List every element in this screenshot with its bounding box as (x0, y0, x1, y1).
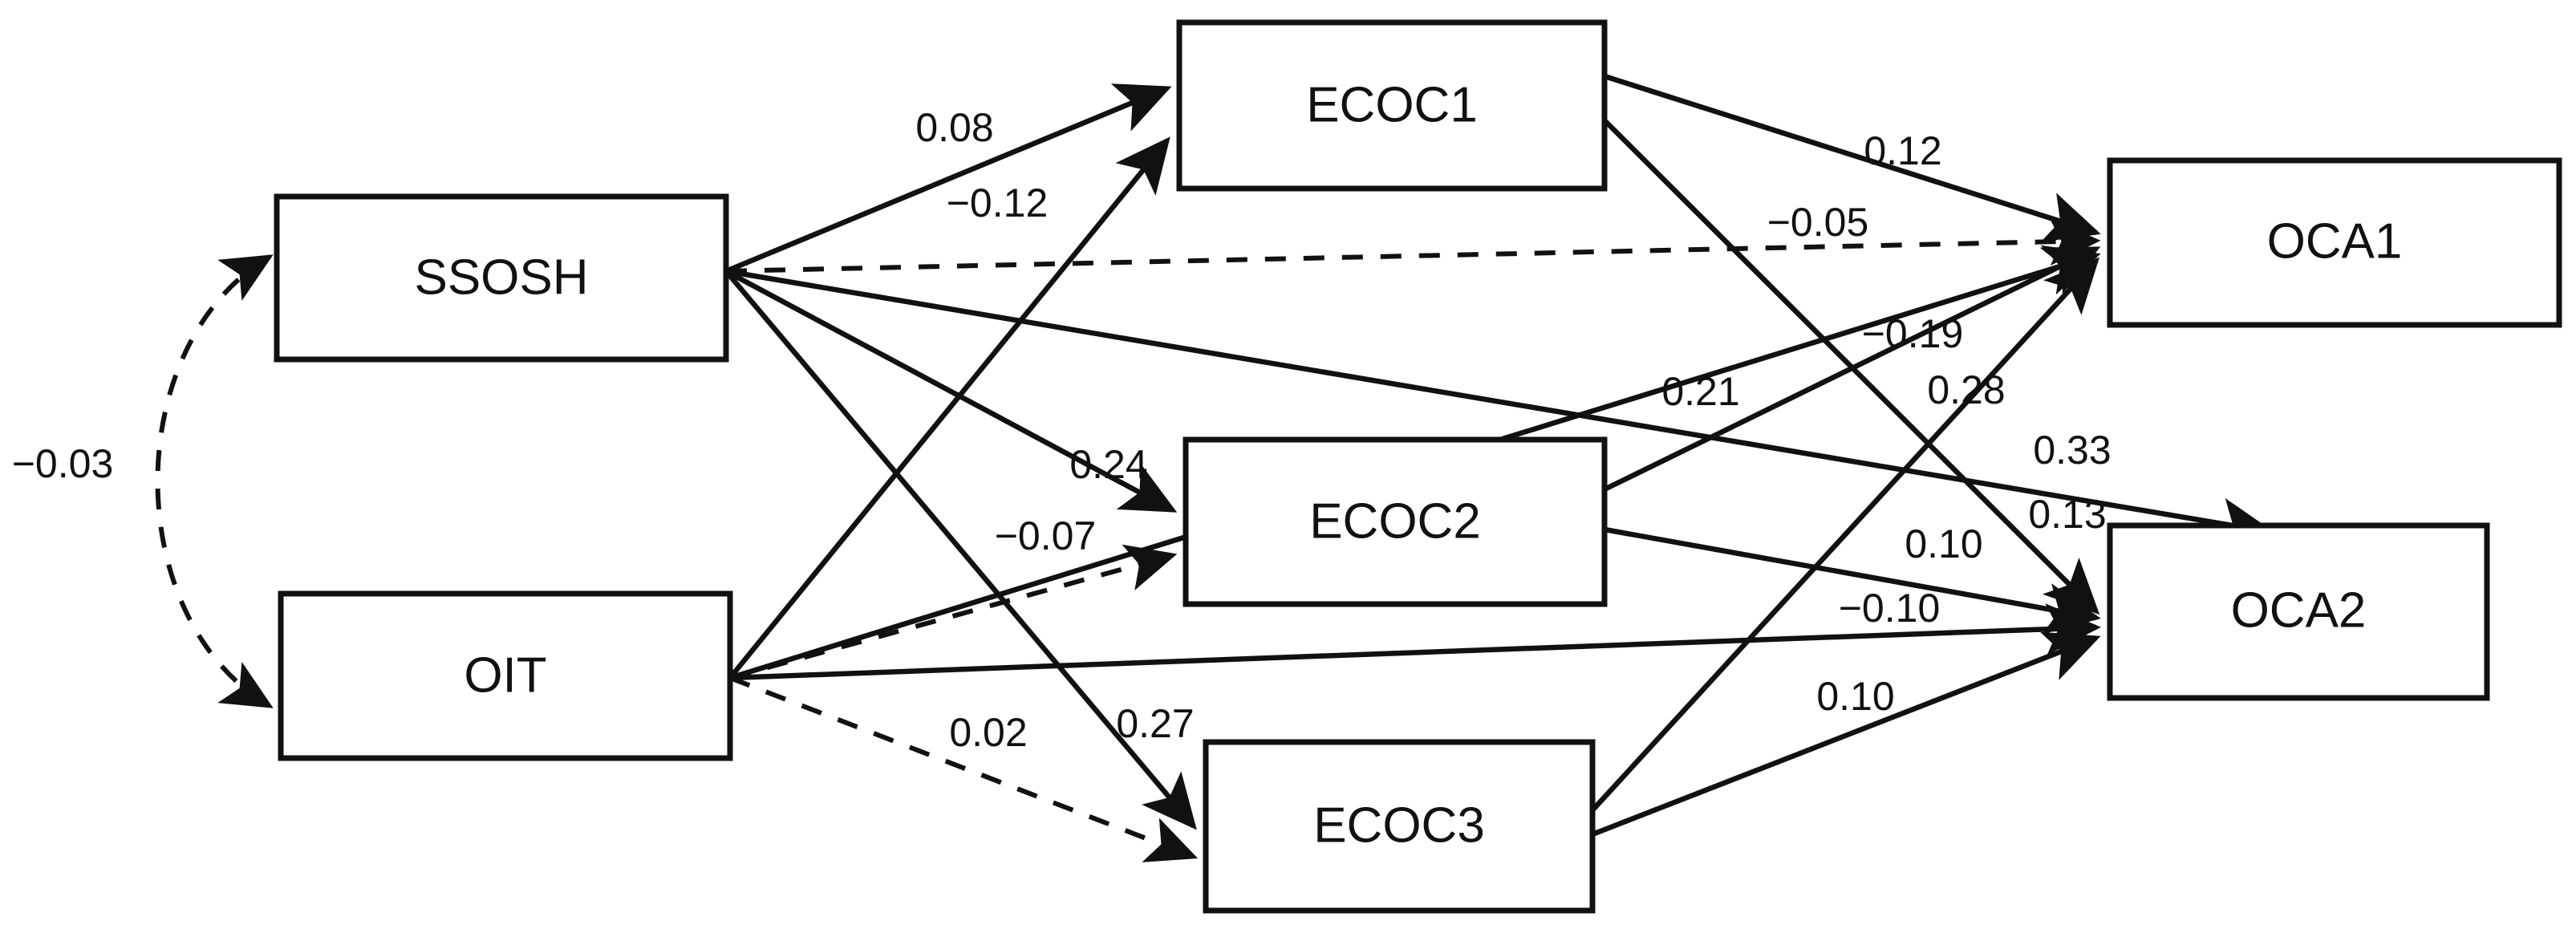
edge-oit-ecoc3 (728, 675, 1199, 862)
node-ssosh[interactable]: SSOSH (274, 193, 729, 363)
edge-ssosh-ecoc2 (724, 269, 1178, 513)
edge-ssosh-oit-covariance (155, 254, 274, 708)
edge-ssosh-ecoc3 (724, 269, 1197, 830)
edge-oit-oca2 (729, 603, 2101, 681)
edge-ssosh-oca1 (725, 217, 2101, 274)
edge-label-ecoc2-oca2: 0.10 (1905, 521, 1982, 566)
node-label-oca1: OCA1 (2267, 213, 2403, 269)
edge-oit-ecoc1 (728, 136, 1170, 680)
edge-label-ssosh-oit-covariance: −0.03 (12, 441, 114, 486)
edge-label-ecoc3-oca2: 0.10 (1816, 674, 1894, 719)
edge-ecoc1-oca1 (1604, 73, 2101, 242)
edge-label-oit-ecoc2: −0.07 (995, 513, 1097, 558)
edge-ecoc1-oca2 (1602, 118, 2100, 615)
edge-ssosh-oca2 (725, 268, 2275, 550)
edge-label-ecoc2-oca1: −0.19 (1862, 311, 1964, 356)
node-layer: SSOSH OIT ECOC1 ECOC2 ECOC3 OCA1 (274, 19, 2562, 914)
node-ecoc2[interactable]: ECOC2 (1183, 436, 1608, 607)
edge-label-ssosh-oca2: 0.33 (2033, 428, 2111, 473)
node-ecoc1[interactable]: ECOC1 (1176, 19, 1608, 192)
edge-ecoc3-oca2 (1591, 631, 2101, 838)
edge-label-ssosh-ecoc2: 0.24 (1069, 442, 1147, 487)
edge-label-oit-oca2: −0.10 (1839, 586, 1941, 631)
node-oca1[interactable]: OCA1 (2107, 157, 2562, 328)
edge-label-oit-ecoc1: −0.12 (947, 181, 1049, 225)
node-ecoc3[interactable]: ECOC3 (1203, 739, 1596, 914)
edge-label-oit-oca1: 0.21 (1661, 369, 1739, 414)
edge-layer (155, 73, 2275, 862)
node-label-ssosh: SSOSH (414, 249, 588, 305)
edge-ecoc2-oca2 (1604, 526, 2101, 635)
node-label-oit: OIT (464, 647, 546, 703)
edge-label-ssosh-oca1: −0.05 (1767, 200, 1869, 245)
edge-label-layer: 0.08 −0.12 0.24 −0.07 0.27 0.02 0.12 −0.… (12, 105, 2112, 755)
edge-label-oit-ecoc3: 0.02 (949, 710, 1027, 755)
node-label-ecoc1: ECOC1 (1306, 77, 1478, 132)
edge-label-ssosh-ecoc1: 0.08 (915, 105, 993, 150)
node-label-ecoc3: ECOC3 (1313, 797, 1485, 853)
node-oit[interactable]: OIT (278, 590, 733, 761)
node-oca2[interactable]: OCA2 (2107, 522, 2490, 701)
node-label-oca2: OCA2 (2231, 582, 2367, 638)
edge-label-ecoc1-oca1: 0.12 (1864, 128, 1941, 173)
node-label-ecoc2: ECOC2 (1309, 493, 1481, 549)
edge-label-ecoc3-oca1: 0.28 (1927, 367, 2005, 412)
edge-ssosh-ecoc1 (724, 83, 1172, 274)
edge-label-ecoc1-oca2: 0.13 (2028, 492, 2106, 537)
edge-label-ssosh-ecoc3: 0.27 (1116, 701, 1194, 746)
edge-ecoc3-oca1 (1590, 257, 2100, 813)
